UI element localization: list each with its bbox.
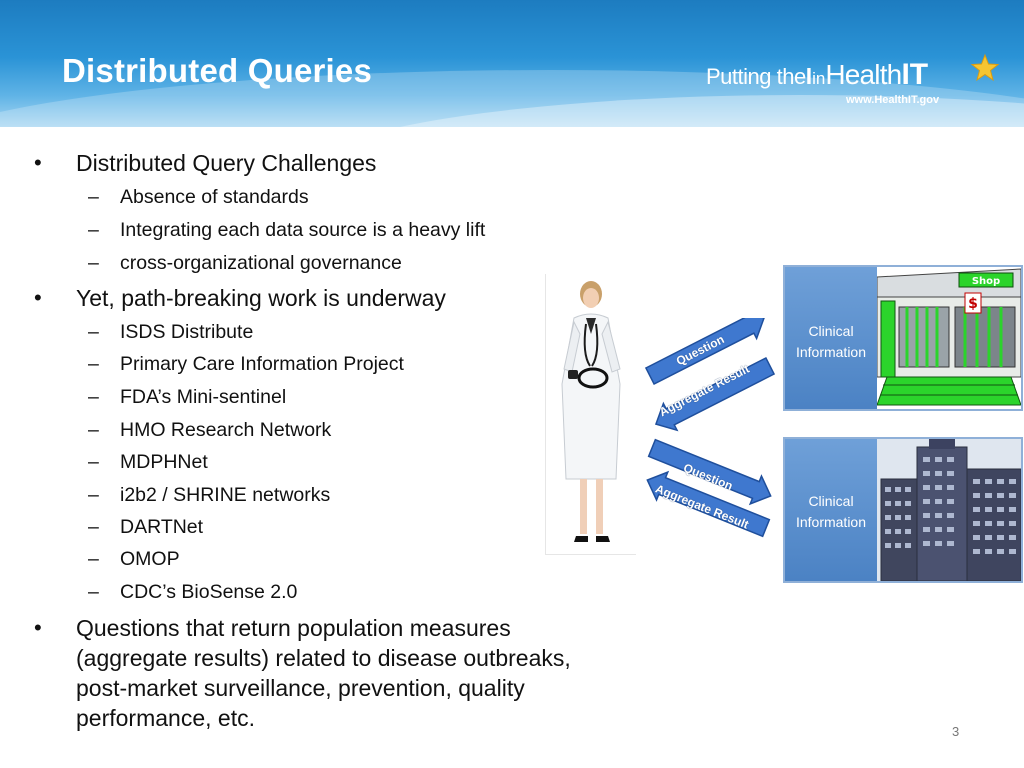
bullet-text: Yet, path-breaking work is underway <box>76 285 446 311</box>
bullet-item: • Distributed Query Challenges <box>34 148 377 178</box>
sub-bullet-item: –i2b2 / SHRINE networks <box>88 482 331 508</box>
sub-bullet-item: –DARTNet <box>88 514 204 540</box>
bullet-text: Distributed Query Challenges <box>76 150 377 176</box>
logo-url: www.HealthIT.gov <box>846 94 940 106</box>
logo-text-putting: Putting the <box>706 64 806 89</box>
clinical-panel <box>785 267 877 409</box>
sub-bullet-text: Absence of standards <box>120 186 309 208</box>
slide-title: Distributed Queries <box>62 52 373 89</box>
clinical-label-line2: Information <box>795 514 867 530</box>
sub-bullet-item: –OMOP <box>88 546 180 572</box>
sub-bullet-item: –HMO Research Network <box>88 417 332 443</box>
sub-bullet-item: –FDA’s Mini-sentinel <box>88 384 287 410</box>
aggregate-arrow-bottom <box>646 470 771 538</box>
sub-bullet-text: ISDS Distribute <box>120 321 254 343</box>
bullet-item: • Yet, path-breaking work is underway <box>34 283 446 313</box>
dash-marker: – <box>88 186 99 208</box>
sub-bullet-text: OMOP <box>120 548 180 570</box>
sub-bullet-item: –MDPHNet <box>88 449 208 475</box>
logo-tagline: Putting theIinHealthIT <box>706 58 928 92</box>
slide-header: Distributed Queries Putting theIinHealth… <box>0 0 1024 127</box>
aggregate-arrow-top <box>654 356 776 432</box>
sub-bullet-text: MDPHNet <box>120 451 208 473</box>
sub-bullet-text: FDA’s Mini-sentinel <box>120 386 287 408</box>
sub-bullet-item: –Primary Care Information Project <box>88 351 404 377</box>
clinical-label-line1: Clinical <box>808 493 854 509</box>
question-arrow-top <box>644 318 766 386</box>
bullet-marker: • <box>34 615 42 640</box>
clinical-information-box: Clinical Information Shop $ <box>783 265 1023 411</box>
clinical-information-box: Clinical Information <box>783 437 1023 583</box>
sub-bullet-text: cross-organizational governance <box>120 252 402 274</box>
logo-text-in: in <box>812 69 826 88</box>
dash-marker: – <box>88 386 99 408</box>
hospital-illustration <box>877 439 1021 581</box>
clinical-label-line2: Information <box>795 344 867 360</box>
bullet-marker: • <box>34 285 42 310</box>
clinical-label-line1: Clinical <box>808 323 854 339</box>
sub-bullet-item: –Absence of standards <box>88 184 309 210</box>
question-arrow-bottom <box>647 438 772 506</box>
doctor-photo <box>545 274 636 555</box>
pharmacy-illustration: Shop $ <box>877 267 1021 409</box>
dash-marker: – <box>88 252 99 274</box>
sub-bullet-text: i2b2 / SHRINE networks <box>120 484 331 506</box>
bullet-text: Questions that return population measure… <box>76 615 571 731</box>
sub-bullet-text: Primary Care Information Project <box>120 353 404 375</box>
bullet-item: • Questions that return population measu… <box>34 613 596 733</box>
logo-text-i: I <box>805 63 813 89</box>
doctor-illustration <box>561 281 621 542</box>
dash-marker: – <box>88 451 99 473</box>
page-number: 3 <box>952 724 960 739</box>
dash-marker: – <box>88 516 99 538</box>
sub-bullet-item: –CDC’s BioSense 2.0 <box>88 579 298 605</box>
clinical-panel <box>785 439 877 581</box>
query-arrows-diagram <box>644 318 776 538</box>
sub-bullet-text: HMO Research Network <box>120 419 332 441</box>
dash-marker: – <box>88 484 99 506</box>
logo-text-it: IT <box>901 58 929 91</box>
dash-marker: – <box>88 581 99 603</box>
pharmacy-symbol-icon: $ <box>968 296 978 312</box>
shop-sign-text: Shop <box>972 276 1000 287</box>
dash-marker: – <box>88 219 99 241</box>
logo-text-health: Health <box>825 59 902 90</box>
sub-bullet-item: –Integrating each data source is a heavy… <box>88 217 486 243</box>
dash-marker: – <box>88 419 99 441</box>
bullet-marker: • <box>34 150 42 175</box>
dash-marker: – <box>88 321 99 343</box>
sub-bullet-text: DARTNet <box>120 516 204 538</box>
star-icon <box>970 53 1000 82</box>
sub-bullet-text: CDC’s BioSense 2.0 <box>120 581 298 603</box>
dash-marker: – <box>88 548 99 570</box>
dash-marker: – <box>88 353 99 375</box>
sub-bullet-item: –cross-organizational governance <box>88 250 402 276</box>
healthit-logo: Putting theIinHealthIT www.HealthIT.gov <box>706 52 1006 112</box>
sub-bullet-item: –ISDS Distribute <box>88 319 254 345</box>
sub-bullet-text: Integrating each data source is a heavy … <box>120 219 486 241</box>
